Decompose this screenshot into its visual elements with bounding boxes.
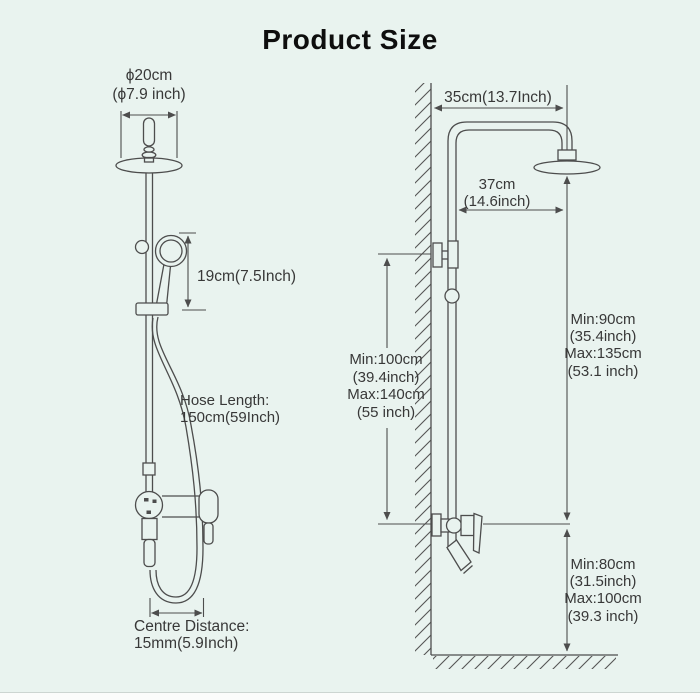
page-title: Product Size: [262, 24, 438, 55]
centre-distance-caption: Centre Distance:: [134, 618, 250, 635]
valve-height-min: Min:80cm: [570, 556, 636, 573]
hand-shower: [135, 234, 188, 316]
bar-height-min: Min:100cm: [349, 351, 423, 368]
valve-handle-hub: [198, 489, 219, 524]
wall: [415, 83, 432, 655]
valve-height-min-inch: (31.5inch): [569, 573, 637, 591]
arm-length-dimension: [434, 85, 568, 150]
head-height-min-inch: (35.4inch): [569, 328, 637, 346]
label-centre-distance: Centre Distance: 15mm(5.9Inch): [134, 618, 249, 653]
bar-height-max-inch: (55 inch): [356, 403, 416, 421]
slide-bar-knob: [134, 239, 150, 255]
label-head-diameter: ϕ20cm (ϕ7.9 inch): [84, 66, 214, 104]
centre-distance-dimension: [149, 598, 205, 617]
head-diameter-dimension: [120, 111, 178, 158]
valve-lever-side: [472, 512, 483, 554]
shower-valve-front: [134, 489, 219, 568]
valve-height-max: Max:100cm: [564, 590, 642, 608]
label-head-height: Min:90cm (35.4inch) Max:135cm (53.1 inch…: [552, 311, 654, 380]
bottom-edge-strip: [0, 692, 700, 700]
hose-length-value: 150cm(59Inch): [180, 409, 281, 427]
bar-height-dimension: [378, 253, 431, 520]
pipe-knob-side: [444, 288, 460, 304]
valve-wall-flange: [431, 513, 442, 537]
label-head-wall-distance: 37cm (14.6inch): [438, 176, 556, 211]
centre-distance-value: 15mm(5.9Inch): [134, 635, 239, 653]
head-diameter-cm: ϕ20cm: [125, 67, 173, 84]
rain-shower-head: [115, 157, 183, 174]
head-wall-cm: 37cm: [478, 176, 516, 193]
shower-hose: [149, 316, 204, 604]
hand-shower-dimension: [179, 232, 206, 311]
label-valve-height: Min:80cm (31.5inch) Max:100cm (39.3 inch…: [552, 556, 654, 625]
valve-height-dimension: [378, 523, 571, 652]
valve-lever: [203, 522, 214, 545]
wall-bracket-flange: [432, 242, 443, 268]
label-hand-shower-length: 19cm(7.5Inch): [197, 268, 297, 285]
bar-height-min-inch: (39.4inch): [352, 368, 420, 386]
spout-front: [143, 538, 156, 568]
bar-height-max: Max:140cm: [347, 386, 425, 404]
label-slide-bar-height: Min:100cm (39.4inch) Max:140cm (55 inch): [325, 351, 447, 421]
temperature-knob: [134, 490, 164, 520]
overhead-shower: [115, 117, 183, 174]
head-height-min: Min:90cm: [570, 311, 636, 328]
head-height-max: Max:135cm: [564, 345, 642, 363]
spout-side: [446, 539, 472, 572]
shower-pipe-side: [431, 121, 601, 574]
valve-body-side: [460, 514, 475, 537]
valve-height-max-inch: (39.3 inch): [567, 607, 639, 625]
valve-knob-side: [445, 517, 463, 534]
head-diameter-inch: (ϕ7.9 inch): [112, 86, 186, 103]
head-wall-inch: (14.6inch): [463, 193, 531, 211]
label-arm-length: 35cm(13.7Inch): [444, 89, 552, 106]
hand-shower-handle: [155, 263, 172, 307]
floor: [431, 654, 618, 669]
head-height-max-inch: (53.1 inch): [567, 362, 639, 380]
label-hose-length: Hose Length: 150cm(59Inch): [180, 392, 280, 427]
rain-shower-head-side: [533, 160, 601, 175]
hose-length-caption: Hose Length:: [180, 392, 270, 409]
diverter-body: [141, 517, 158, 541]
slider-bracket: [135, 302, 169, 316]
wall-bracket-clamp: [447, 240, 459, 269]
hand-shower-face: [159, 239, 183, 263]
head-connector-nut: [557, 149, 577, 161]
